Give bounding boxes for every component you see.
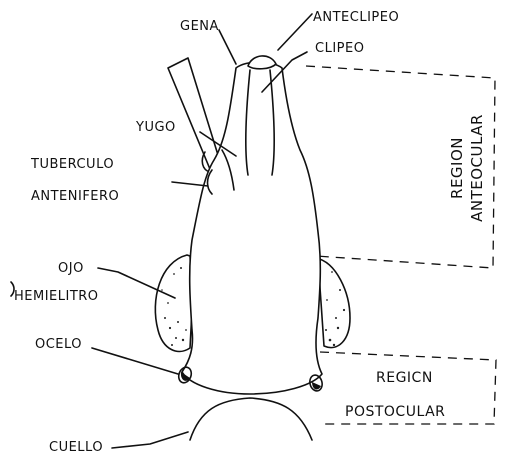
right-ocelo-fill [312, 382, 321, 389]
label-region-anteocular-2: ANTEOCULAR [468, 114, 486, 222]
left-eye [155, 255, 191, 351]
label-region-postocular-2: POSTOCULAR [345, 404, 445, 420]
region-anteocular-box [306, 66, 495, 268]
anteclipeo-shape [248, 56, 276, 69]
label-antenifero: ANTENIFERO [31, 189, 119, 204]
label-region-anteocular: REGION ANTEOCULAR [448, 114, 486, 222]
label-clipeo: CLIPEO [315, 41, 364, 56]
label-anteclipeo: ANTECLIPEO [313, 10, 399, 25]
antenna [168, 58, 222, 174]
label-region-postocular-1: REGICN [376, 370, 433, 386]
neck-outline [190, 398, 312, 440]
label-cuello: CUELLO [49, 440, 103, 455]
label-tuberculo: TUBERCULO [30, 157, 114, 172]
label-ojo: OJO [58, 261, 84, 276]
label-ocelo: OCELO [35, 337, 82, 352]
label-hemielitro: HEMIELITRO [14, 289, 99, 304]
label-yugo: YUGO [135, 120, 176, 135]
label-region-anteocular-1: REGION [448, 137, 466, 199]
label-gena: GENA [180, 19, 219, 34]
